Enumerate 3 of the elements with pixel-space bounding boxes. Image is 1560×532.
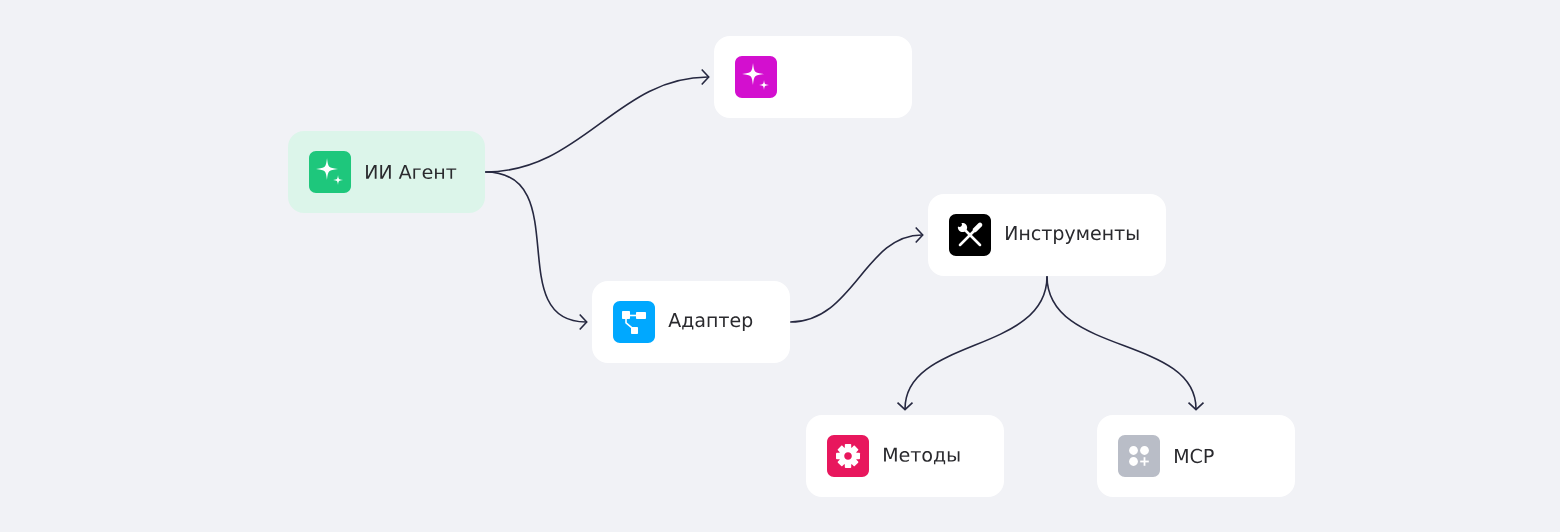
arrow [484,171,588,331]
arrow [789,226,924,323]
arrow [1046,275,1205,411]
